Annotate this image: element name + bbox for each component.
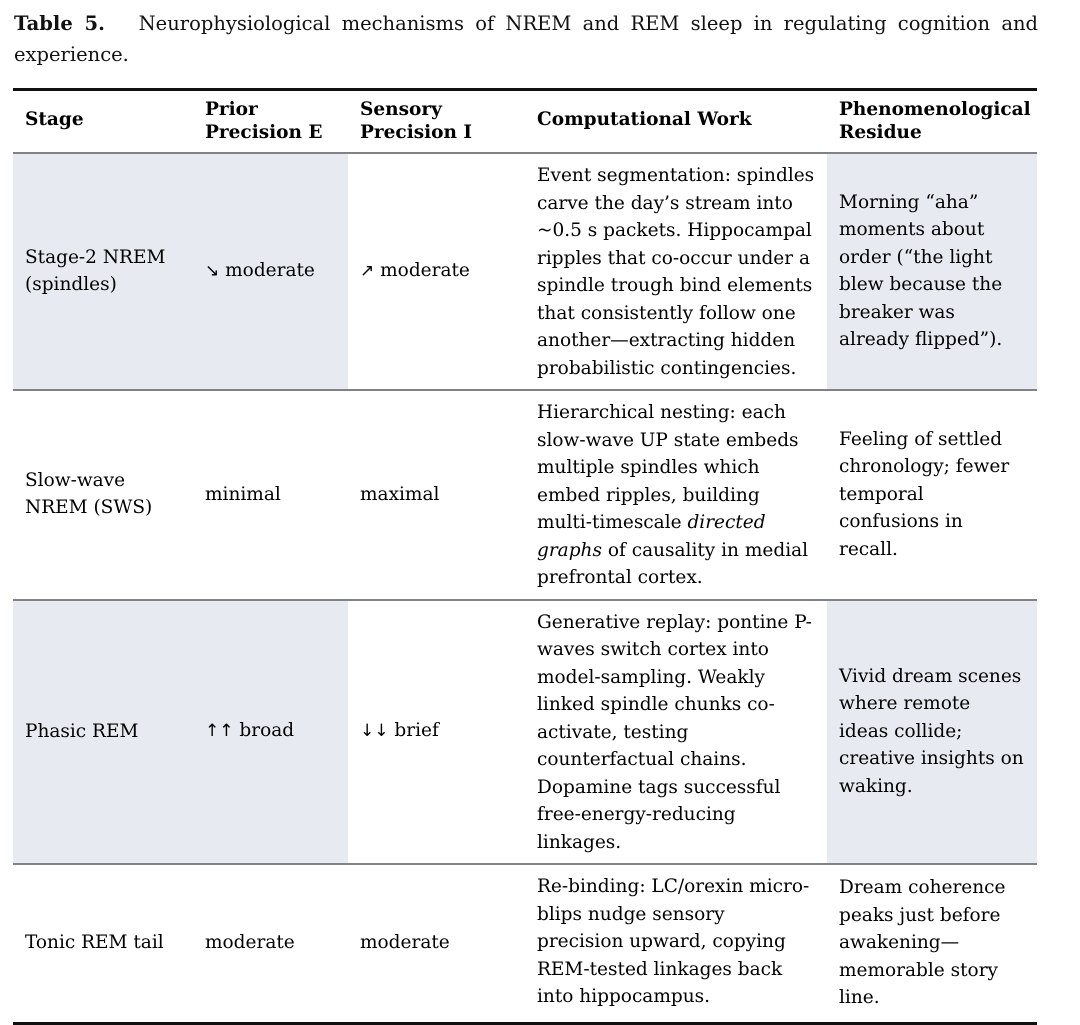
column-header-sensory-precision: Sensory Precision I [348,91,525,153]
cell-computational-work: Re-binding: LC/orexin micro-blips nudge … [537,876,810,1007]
cell-prior-precision: moderate [205,932,295,953]
column-header-phenomenological-residue: Phenomenological Residue [827,91,1037,153]
table-container: Stage Prior Precision E Sensory Precisio… [13,88,1037,1025]
cell-prior-precision: ↘ moderate [193,154,348,390]
table-row: Tonic REM tail moderate moderate Re-bind… [13,865,1037,1023]
trend-arrow-up-right-icon: ↗ [360,260,375,281]
cell-computational-work: Event segmentation: spindles carve the d… [537,165,815,379]
cell-prior-precision: ↑↑ broad [193,600,348,864]
cell-sensory-precision: moderate [360,932,450,953]
caption-label: Table 5. [14,12,105,35]
trend-arrow-double-down-icon: ↓↓ [360,721,389,741]
emphasis-directed-graphs: directed graphs [537,512,766,561]
trend-arrow-down-right-icon: ↘ [205,260,220,281]
column-header-prior-precision: Prior Precision E [193,91,348,153]
sleep-mechanisms-table: Stage Prior Precision E Sensory Precisio… [13,88,1037,1025]
cell-stage: Tonic REM tail [25,932,164,953]
header-row: Stage Prior Precision E Sensory Precisio… [13,91,1037,153]
table-row: Stage-2 NREM (spindles) ↘ moderate ↗ mod… [13,154,1037,390]
table-row: Slow-wave NREM (SWS) minimal maximal Hie… [13,391,1037,600]
document-page: Table 5. Neurophysiological mechanisms o… [13,8,1038,1025]
trend-arrow-double-up-icon: ↑↑ [205,721,234,741]
column-header-stage: Stage [13,91,193,153]
cell-computational-work: Generative replay: pontine P-waves switc… [537,611,812,853]
table-body: Stage-2 NREM (spindles) ↘ moderate ↗ mod… [13,154,1037,1025]
cell-sensory-precision: ↗ moderate [348,154,525,390]
cell-phenomenological-residue: Dream coherence peaks just before awaken… [839,877,1006,1008]
cell-sensory-precision: maximal [360,483,440,505]
cell-stage: Stage-2 NREM (spindles) [13,154,193,390]
cell-prior-precision-value: moderate [225,259,315,281]
column-header-computational-work: Computational Work [525,91,827,153]
table-caption: Table 5. Neurophysiological mechanisms o… [14,8,1038,70]
table-row: Phasic REM ↑↑ broad ↓↓ brief Generative … [13,600,1037,865]
cell-computational-work: Hierarchical nesting: each slow-wave UP … [537,402,809,588]
table-head: Stage Prior Precision E Sensory Precisio… [13,88,1037,155]
cell-stage: Phasic REM [13,600,193,864]
cell-phenomenological-residue: Feeling of settled chronology; fewer tem… [839,428,1010,560]
rule-bottom [13,1021,1037,1025]
cell-sensory-precision-value: brief [394,720,439,741]
cell-phenomenological-residue: Vivid dream scenes where remote ideas co… [827,600,1037,864]
cell-prior-precision: minimal [205,483,281,505]
caption-text: Neurophysiological mechanisms of NREM an… [14,12,1038,66]
cell-sensory-precision: ↓↓ brief [348,601,525,865]
cell-sensory-precision-value: moderate [380,259,470,281]
cell-prior-precision-value: broad [239,720,295,741]
cell-stage: Slow-wave NREM (SWS) [25,469,153,519]
rule-top [13,88,1037,92]
cell-phenomenological-residue: Morning “aha” moments about order (“the … [827,154,1037,390]
